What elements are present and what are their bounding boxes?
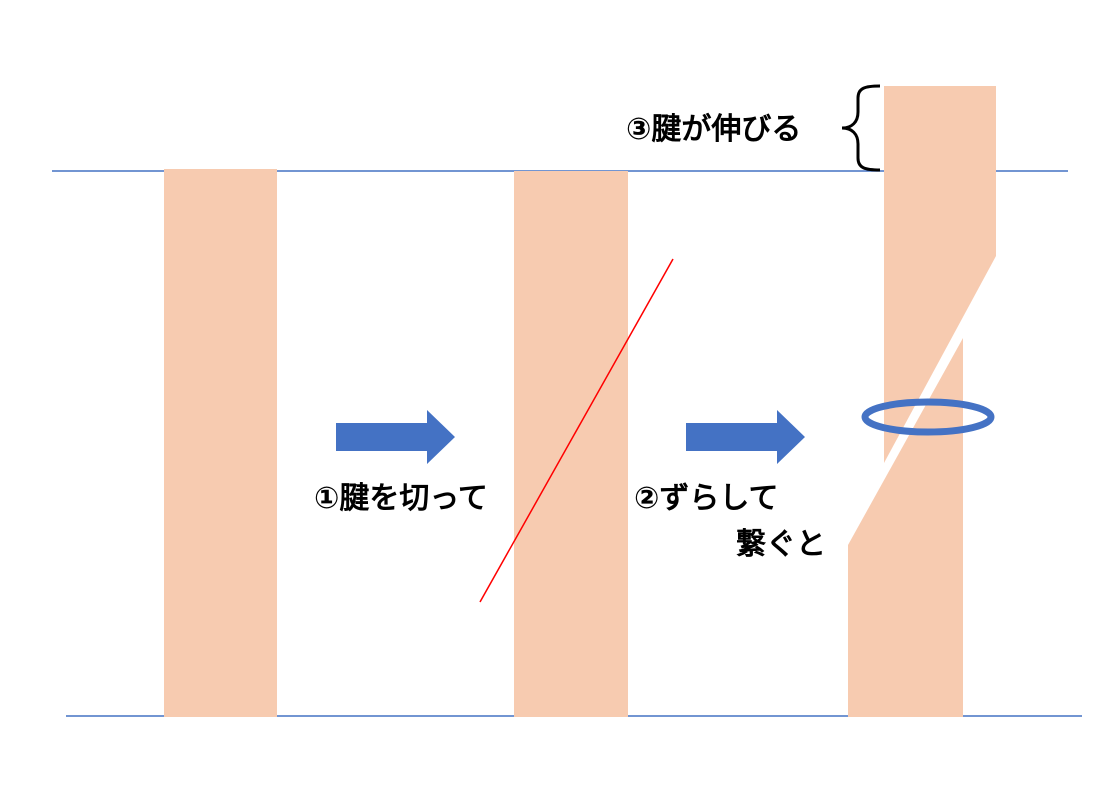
step2-label-line2: 繋ぐと <box>736 527 826 562</box>
elongation-brace <box>841 84 881 172</box>
cut-line <box>479 258 674 603</box>
cut-tendon <box>514 171 628 717</box>
arrow-step1 <box>336 410 455 464</box>
upper-tendon-segment <box>884 86 996 463</box>
step1-label: ①腱を切って <box>314 481 488 516</box>
original-tendon <box>164 169 277 717</box>
suture-ring <box>861 398 995 436</box>
arrow-step2 <box>686 410 805 464</box>
step2-label-line1: ②ずらして <box>634 481 779 516</box>
step3-label: ③腱が伸びる <box>626 112 801 147</box>
